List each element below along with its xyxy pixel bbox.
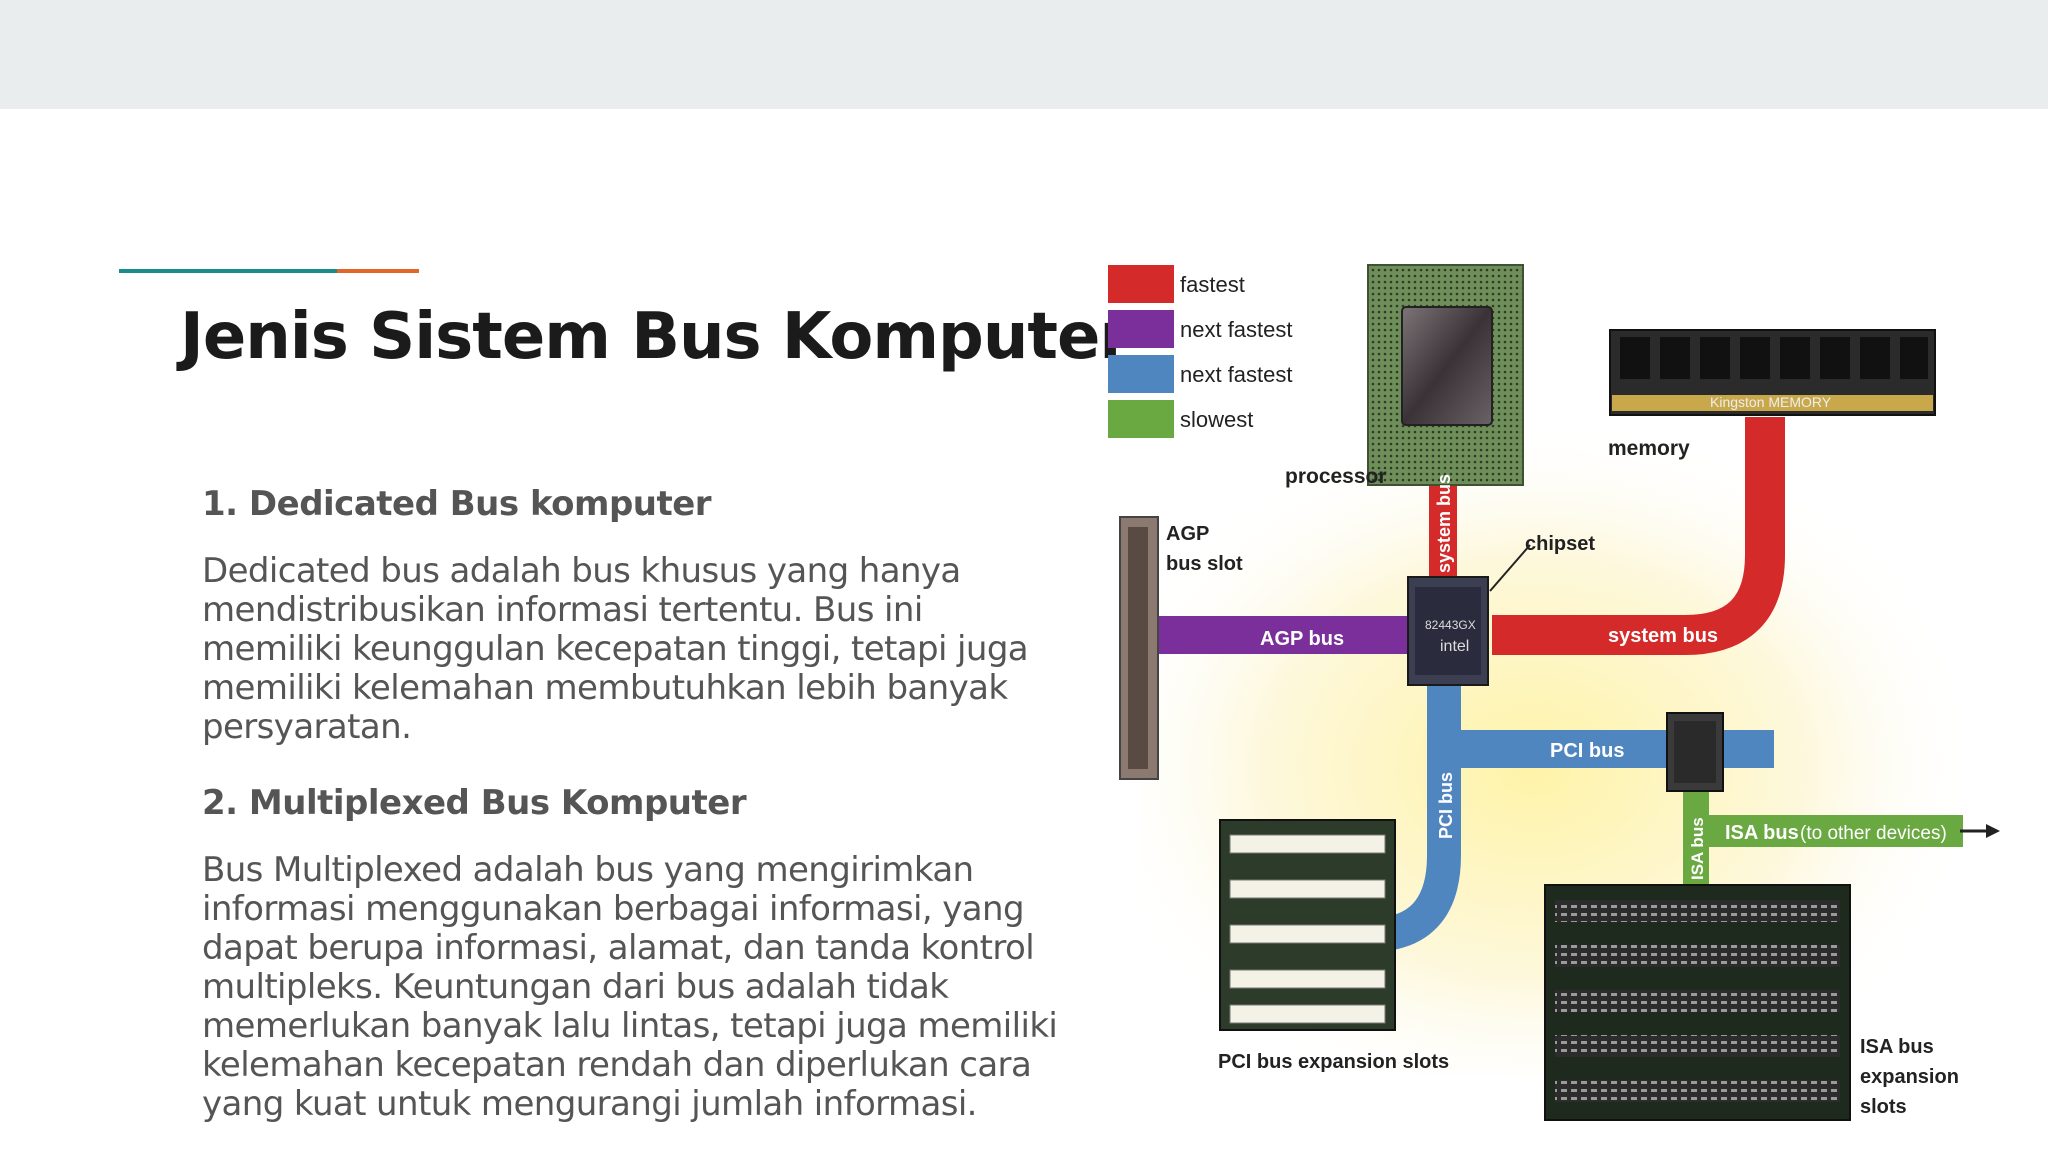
slide-title: Jenis Sistem Bus Komputer	[180, 300, 1131, 374]
memory-module	[1609, 329, 1936, 416]
legend-label-next-fastest-1: next fastest	[1180, 317, 1293, 342]
legend-swatch-blue	[1108, 355, 1174, 393]
isa-bus-horizontal-line	[1683, 815, 1963, 847]
isa-slots-label-line1: ISA bus	[1860, 1036, 1934, 1058]
bus-architecture-diagram: fastest next fastest next fastest slowes…	[1100, 255, 2020, 1135]
pci-slots-label: PCI bus expansion slots	[1218, 1051, 1449, 1073]
pci-expansion-slots	[1219, 819, 1396, 1031]
accent-line-teal	[119, 269, 337, 273]
legend-swatch-purple	[1108, 310, 1174, 348]
legend-label-fastest: fastest	[1180, 272, 1245, 297]
memory-bus-line	[1492, 417, 1785, 655]
agp-bus-label: AGP bus	[1260, 628, 1344, 650]
legend-label-next-fastest-2: next fastest	[1180, 362, 1293, 387]
pci-bus-vertical-label: PCI bus	[1436, 772, 1456, 839]
agp-slot-label-line2: bus slot	[1166, 553, 1243, 575]
legend-swatch-fastest	[1108, 265, 1174, 303]
legend-swatch-slowest	[1108, 400, 1174, 438]
accent-line-orange	[337, 269, 419, 273]
isa-arrow	[1960, 824, 2000, 838]
section-body-dedicated: Dedicated bus adalah bus khusus yang han…	[202, 551, 1029, 747]
chipset-pointer	[1489, 544, 1531, 592]
agp-slot	[1119, 516, 1159, 780]
processor-label: processor	[1285, 465, 1387, 488]
processor-chip	[1367, 264, 1524, 486]
other-devices-label: (to other devices)	[1800, 823, 1947, 844]
agp-bus-line	[1155, 616, 1430, 654]
chipset-chip	[1407, 576, 1489, 686]
header-band	[0, 0, 2048, 109]
isa-slots-label-line2: expansion	[1860, 1066, 1959, 1088]
memory-label: memory	[1608, 437, 1690, 460]
section-heading-dedicated: 1. Dedicated Bus komputer	[202, 484, 712, 524]
chipset-label: chipset	[1525, 533, 1595, 555]
section-body-multiplexed: Bus Multiplexed adalah bus yang mengirim…	[202, 850, 1058, 1124]
chipset-brand: intel	[1440, 638, 1469, 655]
isa-expansion-slots	[1544, 884, 1851, 1121]
legend-label-slowest: slowest	[1180, 407, 1253, 432]
pci-bus-horizontal-label: PCI bus	[1550, 740, 1624, 762]
legend: fastest next fastest next fastest slowes…	[1108, 265, 1293, 438]
isa-bus-vertical-label: ISA bus	[1688, 817, 1707, 880]
southbridge-chip	[1666, 712, 1724, 792]
title-accent-line	[119, 269, 419, 273]
isa-slots-label-line3: slots	[1860, 1096, 1907, 1118]
system-bus-vertical-label: system bus	[1434, 474, 1454, 573]
slide-content: 1. Dedicated Bus komputer Dedicated bus …	[202, 480, 1072, 1156]
isa-bus-label: ISA bus	[1725, 822, 1799, 844]
system-bus-horizontal-label: system bus	[1608, 625, 1718, 647]
section-heading-multiplexed: 2. Multiplexed Bus Komputer	[202, 783, 747, 823]
memory-brand: Kingston MEMORY	[1710, 394, 1832, 410]
agp-slot-label-line1: AGP	[1166, 523, 1209, 545]
chipset-model: 82443GX	[1425, 618, 1476, 632]
